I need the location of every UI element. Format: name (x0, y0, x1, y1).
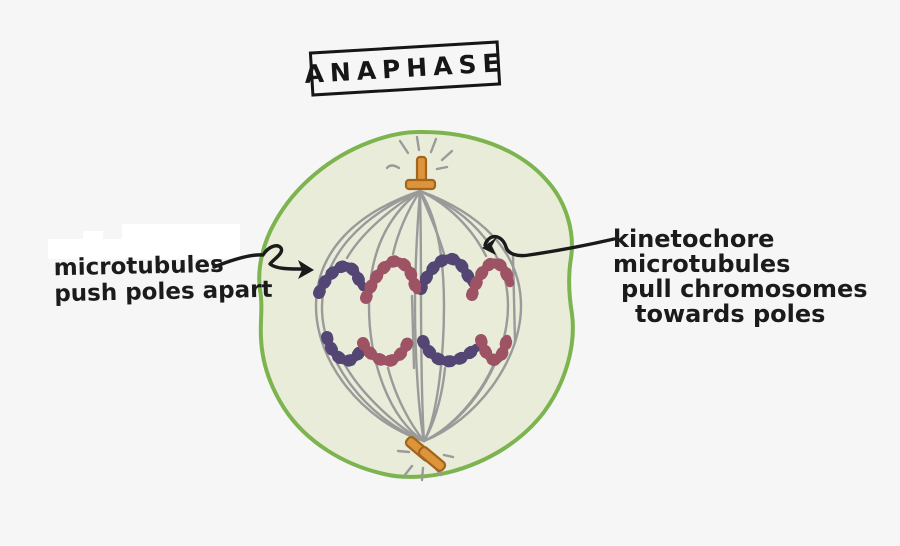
label-line: microtubules (613, 250, 791, 278)
label-line: kinetochore (613, 225, 775, 253)
chromosomes-purple (319, 259, 476, 362)
polar-fiber (418, 189, 426, 443)
left-arrow (212, 244, 303, 271)
chromosomes-maroon (363, 261, 510, 361)
polar-fiber (418, 189, 523, 443)
polar-fiber (413, 189, 426, 443)
label-line: towards poles (635, 300, 826, 328)
label-kinetochore-pull: kinetochore microtubules pull chromosome… (613, 227, 868, 327)
label-microtubules-push: microtubules push poles apart (53, 251, 272, 308)
polar-fiber (314, 189, 426, 443)
kinetochore-fiber (418, 189, 446, 256)
polar-fiber (418, 189, 446, 443)
kinetochore-fiber (343, 363, 426, 443)
diagram-title: ANAPHASE (303, 48, 507, 89)
annotation-arrows (212, 234, 616, 279)
kinetochore-fiber (418, 189, 488, 258)
spindle-fibers (314, 189, 523, 443)
polar-fiber (320, 189, 426, 443)
centrosome-top (404, 155, 437, 191)
whiteout-patch (48, 224, 240, 261)
kinetochore-fiber (391, 189, 422, 256)
kinetochore-fiber (345, 189, 422, 260)
right-arrowhead-icon (482, 237, 497, 255)
centrosome-bottom (404, 436, 447, 472)
kinetochore-fiber (386, 366, 426, 443)
polar-fiber (367, 189, 426, 443)
kinetochore-fiber (422, 366, 447, 443)
kinetochore-fiber (422, 362, 496, 443)
aster-rays-top (385, 135, 454, 171)
label-line: push poles apart (54, 276, 273, 308)
interpolar-fiber (410, 294, 416, 370)
right-arrow (483, 234, 616, 258)
left-arrowhead-icon (298, 260, 314, 279)
label-line: pull chromosomes (621, 275, 868, 303)
interpolar-fiber (511, 254, 517, 344)
